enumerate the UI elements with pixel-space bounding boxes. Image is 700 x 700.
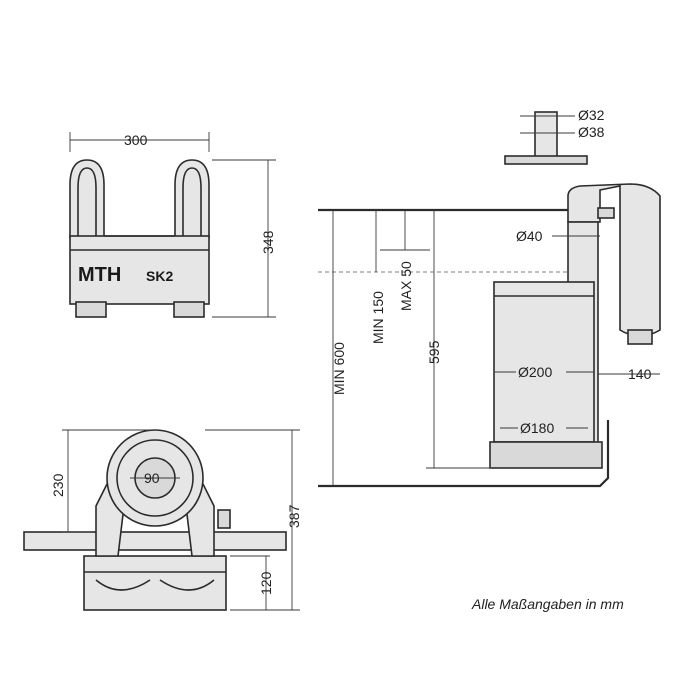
model-label: SK2	[146, 268, 173, 284]
dim-d200-label: Ø200	[518, 364, 552, 380]
dim-d38-label: Ø38	[578, 124, 605, 140]
right-fork	[174, 159, 210, 239]
top-view: MTH SK2 300 348	[69, 132, 276, 318]
dim-d200-bg	[516, 362, 566, 378]
units-note: Alle Maßangaben in mm	[471, 596, 624, 612]
floor-line	[318, 420, 610, 488]
housing-body	[69, 235, 210, 305]
dim-230-label: 230	[50, 473, 66, 497]
side-knob	[217, 509, 231, 529]
pipe-flange	[504, 155, 588, 165]
dim-595-label: 595	[426, 340, 442, 364]
dim-max50-label: MAX 50	[398, 261, 414, 311]
pump-connector	[597, 207, 615, 219]
dim-d180-label: Ø180	[520, 420, 554, 436]
top-pipe	[534, 111, 558, 161]
right-fork-inner	[182, 167, 202, 238]
front-view: 90 230 387 120	[23, 429, 302, 611]
dim-d40-label: Ø40	[516, 228, 543, 244]
dim-387-label: 387	[286, 504, 302, 528]
dim-min150-label: MIN 150	[370, 291, 386, 344]
dim-300-label: 300	[124, 132, 148, 148]
tank-base	[489, 441, 603, 469]
left-foot	[75, 301, 107, 318]
dim-140-label: 140	[628, 366, 652, 382]
brand-label: MTH	[78, 264, 121, 286]
lower-pan-detail	[95, 579, 215, 591]
roller-ring	[116, 439, 194, 517]
dim-d32-label: Ø32	[578, 107, 605, 123]
dim-120-label: 120	[258, 571, 274, 595]
dim-348-label: 348	[260, 230, 276, 254]
left-fork	[69, 159, 105, 239]
right-foot	[173, 301, 205, 318]
dim-90-label: 90	[144, 470, 160, 486]
dim-min600-label: MIN 600	[331, 342, 347, 395]
lower-pan	[83, 555, 227, 611]
base-rail	[23, 531, 287, 551]
pump-outlet	[627, 329, 653, 345]
side-view: Ø32 Ø38 Ø40 Ø200 Ø180 140 MIN 600 MIN 15…	[318, 107, 661, 488]
left-fork-inner	[77, 167, 97, 238]
dim-d180-bg	[518, 418, 566, 434]
